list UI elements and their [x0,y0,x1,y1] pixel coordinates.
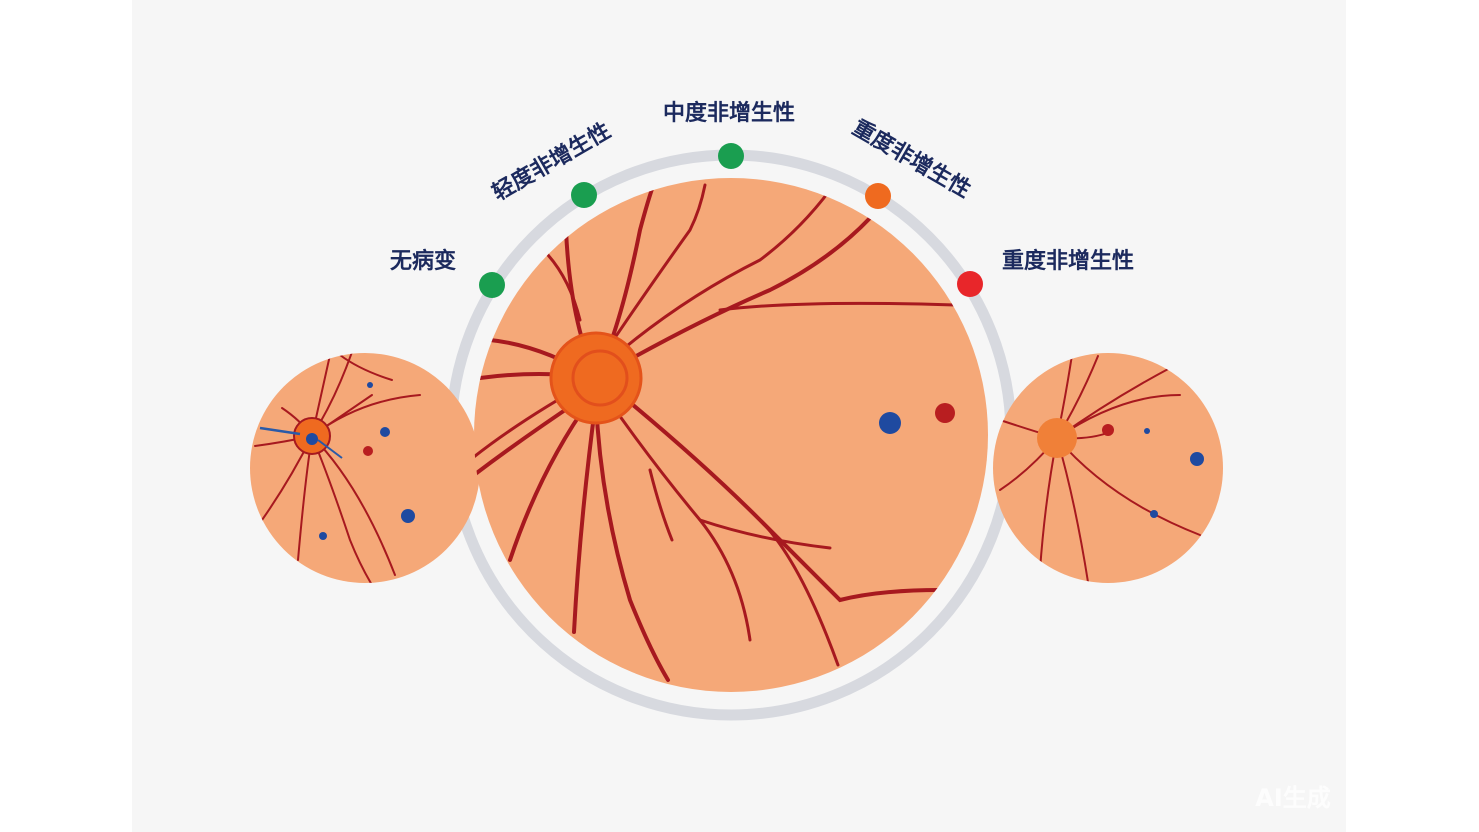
lesion-dot [401,509,415,523]
lesion-dot [1190,452,1204,466]
right-retina [993,353,1223,583]
lesion-dot [363,446,373,456]
lesion-dot [879,412,901,434]
main-retina [474,178,988,692]
lesion-dot [1144,428,1150,434]
lesion-dot [367,382,373,388]
right-optic-disc [1037,418,1077,458]
watermark: AI生成 [1255,784,1331,812]
main-optic-disc [549,331,643,425]
stage-marker-0 [479,272,505,298]
lesion-dot [319,532,327,540]
stage-marker-3 [865,183,891,209]
stage-markers [479,143,983,298]
lesion-dot [935,403,955,423]
left-retina [250,353,480,583]
stage-marker-4 [957,271,983,297]
lesion-dot [1102,424,1114,436]
stage-marker-1 [571,182,597,208]
lesion-dot [380,427,390,437]
stage-label-4: 重度非增生性 [1002,248,1134,274]
stage-marker-2 [718,143,744,169]
stage-label-0: 无病变 [390,248,456,274]
stage-label-2: 中度非增生性 [663,100,795,126]
lesion-dot [1150,510,1158,518]
